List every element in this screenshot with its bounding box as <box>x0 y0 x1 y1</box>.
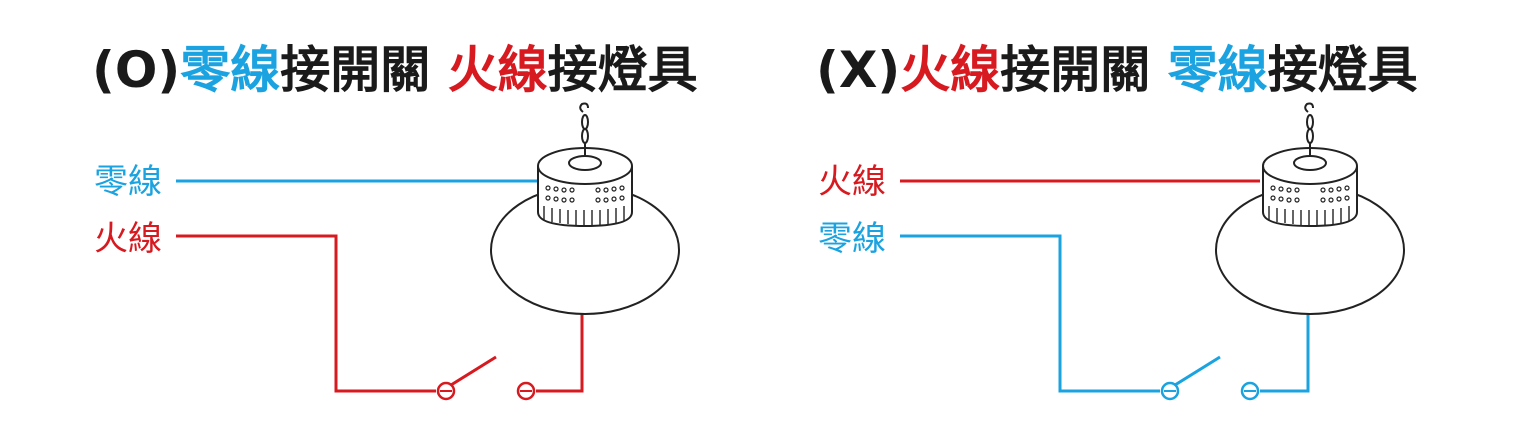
correct-wiring-title: (O)零線接開關 火線接燈具 <box>92 38 698 102</box>
neutral-wire-to-lamp <box>1260 314 1310 393</box>
lamp-vents <box>1270 185 1350 203</box>
correct-wiring-panel: (O)零線接開關 火線接燈具 零線 火線 <box>92 38 698 401</box>
lamp-vents <box>545 185 625 203</box>
title-prefix: (X) <box>816 41 901 99</box>
lamp-fins <box>543 206 625 225</box>
title-neutral-term: 零線 <box>180 41 281 99</box>
correct-wiring-diagram <box>176 102 680 401</box>
title-middle: 接開關 <box>1000 41 1168 99</box>
title-live-term: 火線 <box>447 41 548 99</box>
live-wire-label: 火線 <box>818 162 886 202</box>
live-wire-to-lamp <box>536 314 584 393</box>
switch-icon <box>1160 355 1260 401</box>
lamp-hook <box>1304 102 1314 156</box>
pendant-lamp-icon <box>490 102 680 315</box>
title-live-term: 火線 <box>900 41 1001 99</box>
switch-lever <box>1174 355 1221 387</box>
neutral-wire-label: 零線 <box>94 162 162 202</box>
title-middle: 接開關 <box>280 41 448 99</box>
title-prefix: (O) <box>92 41 181 99</box>
switch-lever <box>450 355 497 387</box>
incorrect-wiring-panel: (X)火線接開關 零線接燈具 火線 零線 <box>720 0 1484 444</box>
title-suffix: 接燈具 <box>547 41 698 99</box>
live-wire-label: 火線 <box>94 219 162 259</box>
incorrect-wiring-title: (X)火線接開關 零線接燈具 <box>816 38 1418 102</box>
lamp-hook <box>579 102 589 156</box>
title-suffix: 接燈具 <box>1267 41 1418 99</box>
neutral-wire-to-switch <box>900 234 1160 393</box>
pendant-lamp-icon <box>1215 102 1405 315</box>
switch-icon <box>436 355 536 401</box>
incorrect-wiring-diagram <box>900 102 1405 401</box>
title-neutral-term: 零線 <box>1167 41 1268 99</box>
neutral-wire-label: 零線 <box>818 219 886 259</box>
live-wire-to-switch <box>176 234 436 393</box>
lamp-fins <box>1268 206 1350 225</box>
